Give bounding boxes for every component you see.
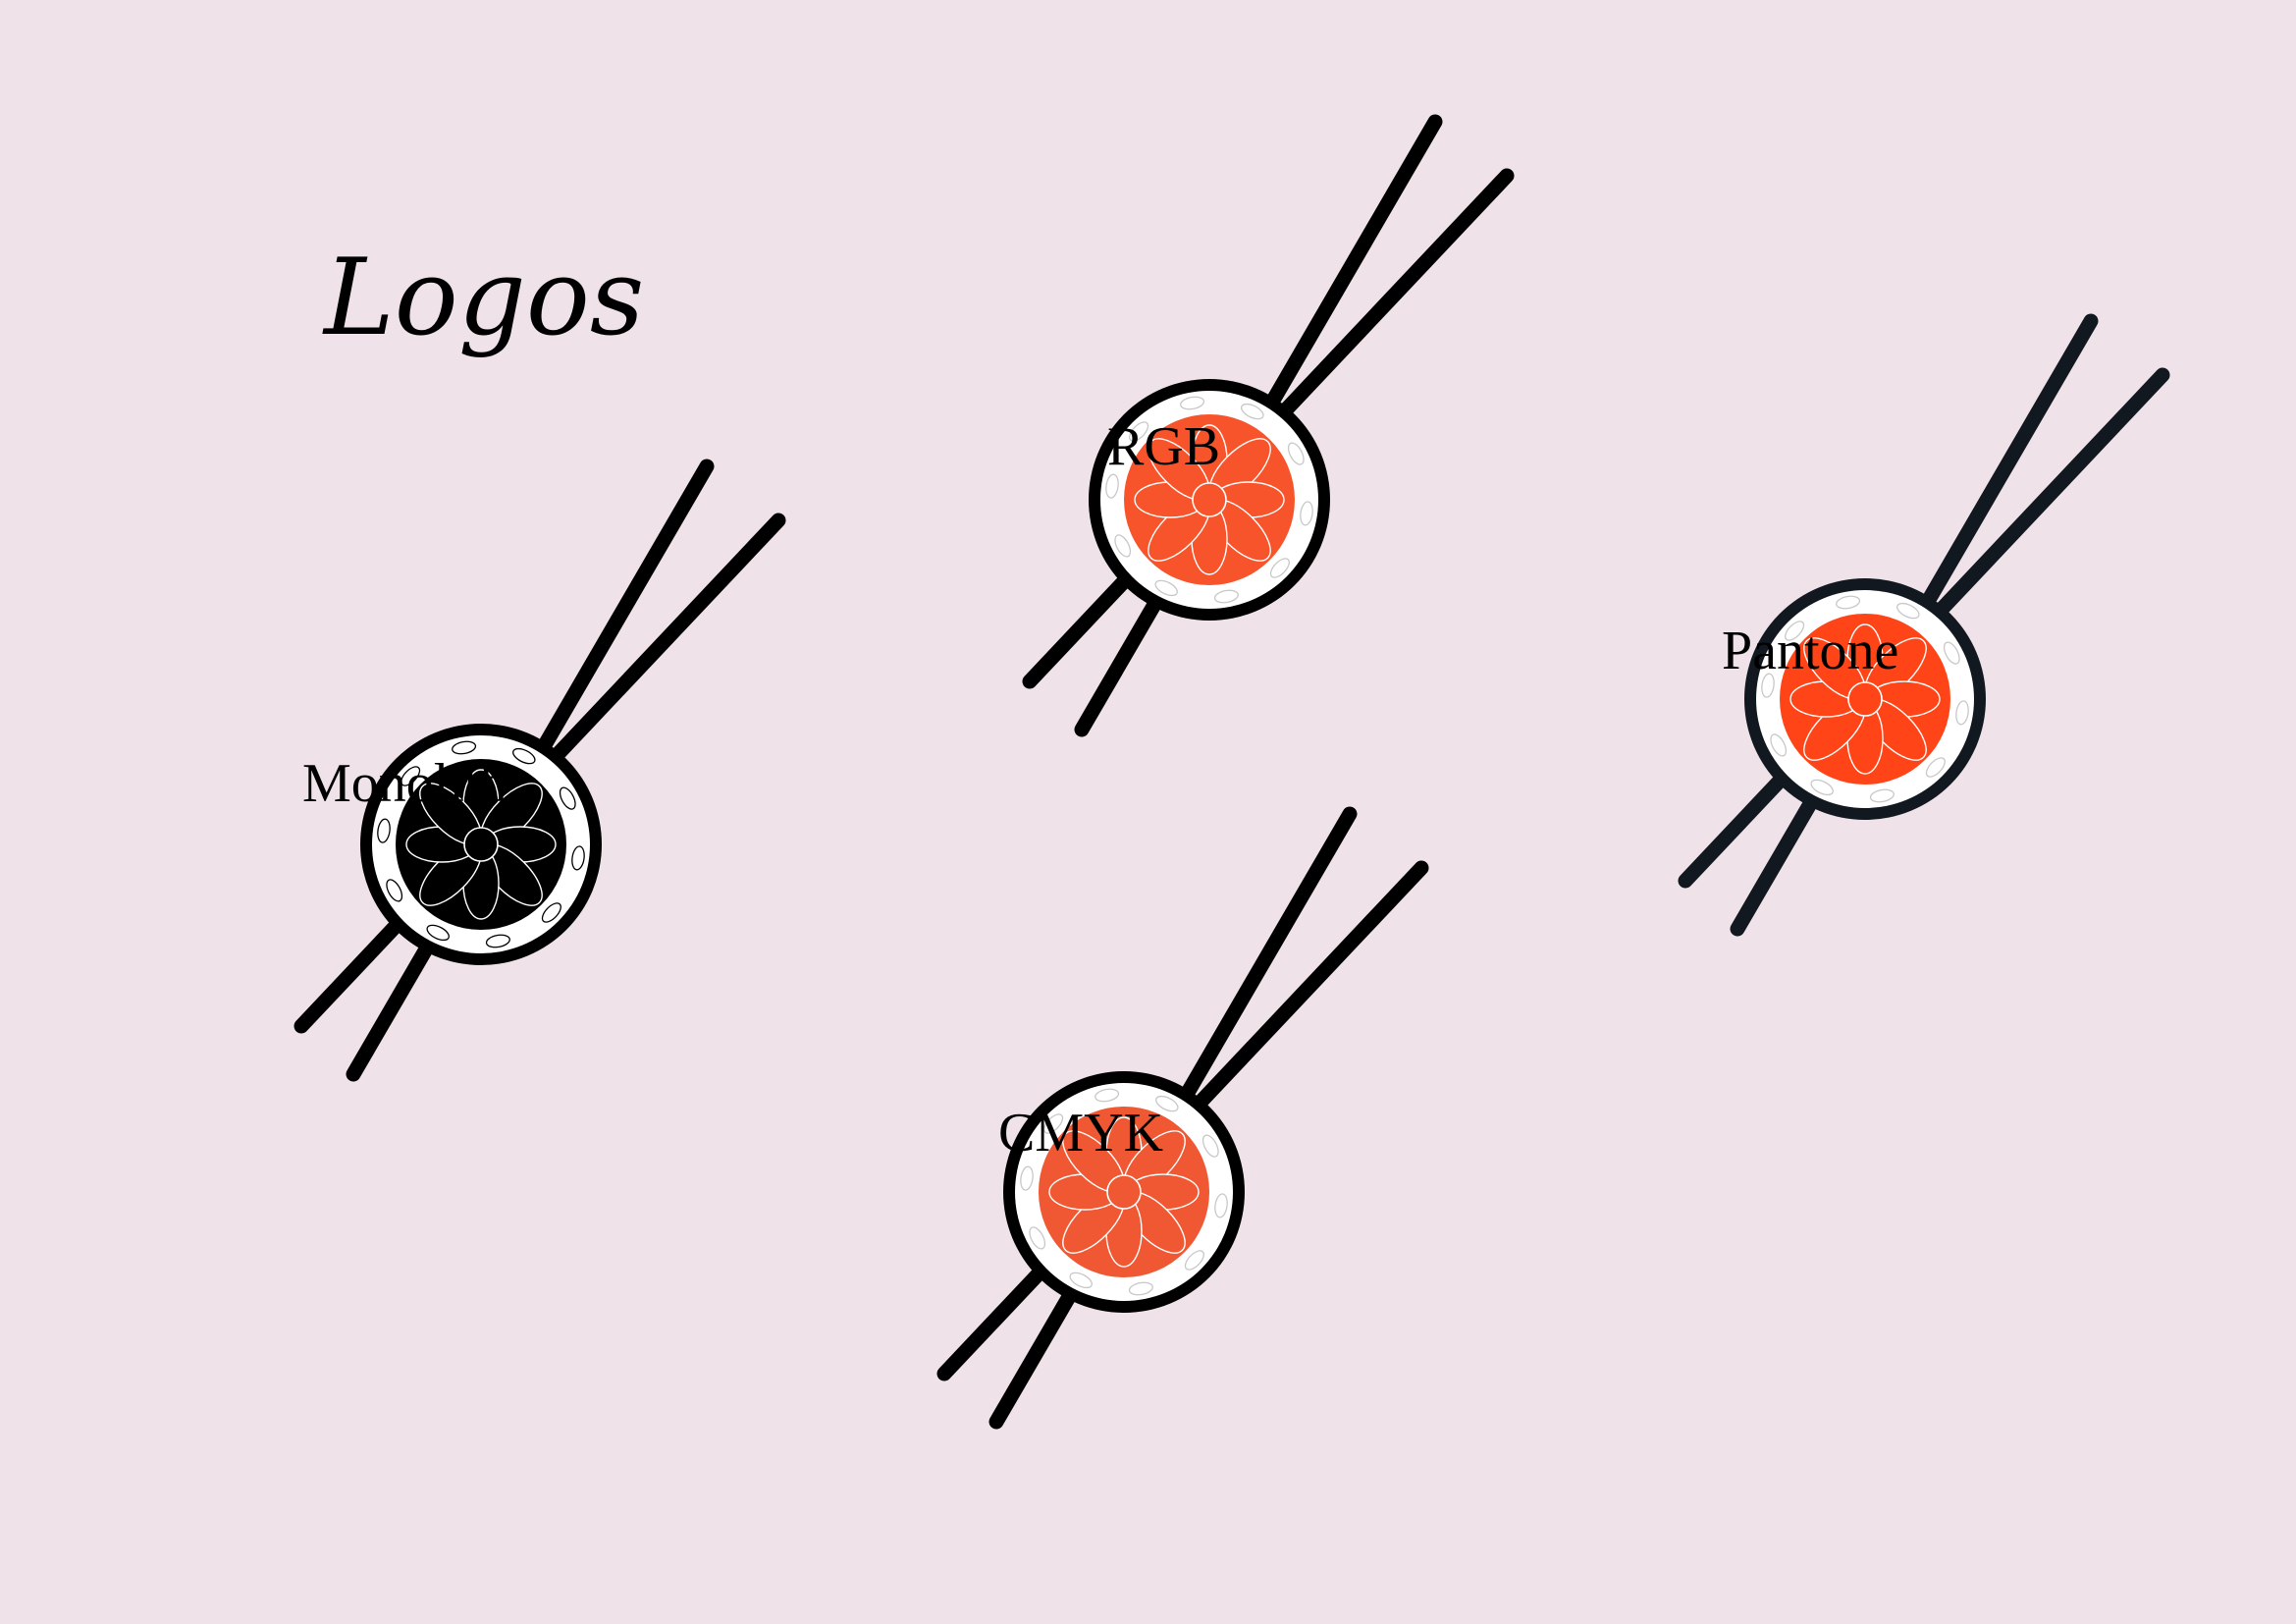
flower-icon [1134,424,1285,575]
logo-pantone [1610,313,2170,954]
page-title: Logos [324,237,645,359]
sushi-roll-chopsticks-icon [294,459,786,1082]
rice-grains [1761,595,1969,803]
logo-label-rgb: RGB [1107,416,1221,477]
flower-icon [405,769,557,920]
logo-label-pantone: Pantone [1722,621,1899,681]
rice-grains [377,740,585,948]
logo-label-monolith: Monolith [302,753,507,814]
sushi-roll-chopsticks-icon [936,806,1429,1430]
rice-grains [1105,396,1313,604]
logo-monolith [226,459,786,1100]
logo-rgb [954,114,1515,755]
rice-grains [1020,1088,1228,1296]
logo-label-cmyk: CMYK [998,1103,1164,1164]
logo-cmyk [869,806,1429,1447]
sushi-roll-chopsticks-icon [1022,114,1515,737]
flower-icon [1048,1116,1200,1268]
sushi-roll-chopsticks-icon [1678,313,2170,937]
flower-icon [1789,623,1941,775]
